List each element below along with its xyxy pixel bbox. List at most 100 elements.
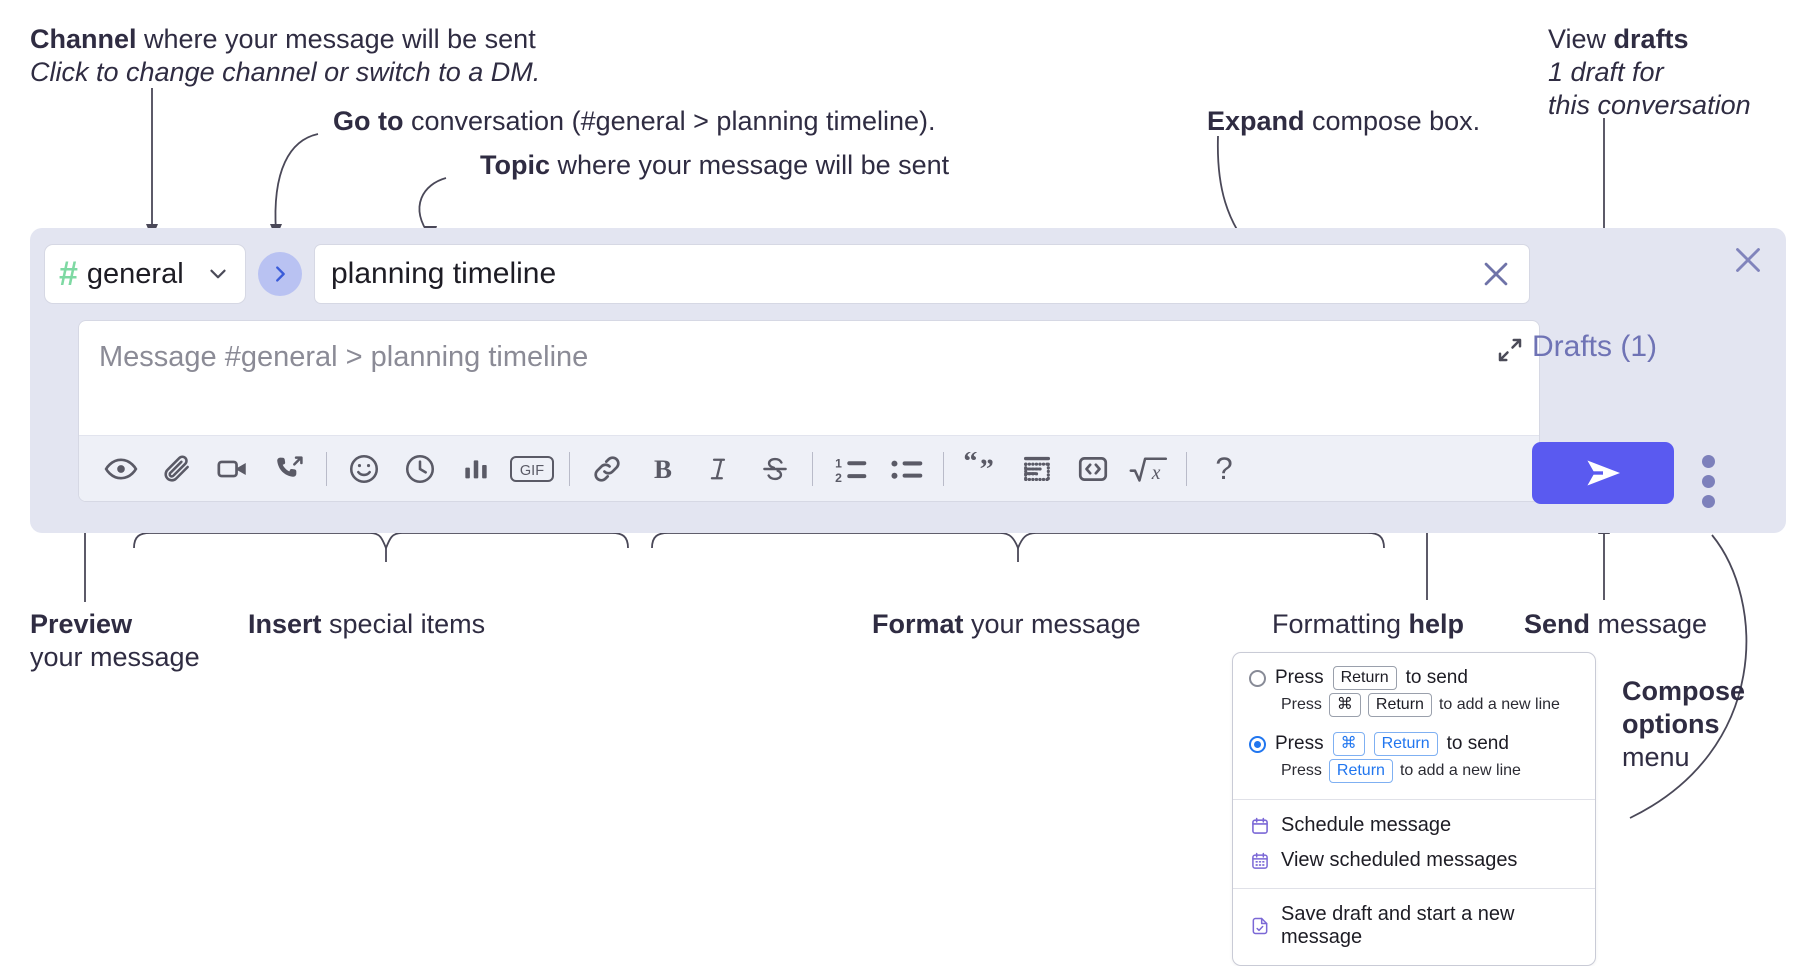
annotation-channel: Channel where your message will be sent …: [30, 23, 540, 89]
menu-item-view-scheduled-messages[interactable]: View scheduled messages: [1233, 843, 1595, 878]
annotation-expand-bold: Expand: [1207, 106, 1305, 136]
drafts-link[interactable]: Drafts (1): [1532, 330, 1658, 363]
opt1-post: to send: [1405, 667, 1468, 688]
menu-item-schedule-message[interactable]: Schedule message: [1233, 808, 1595, 843]
menu-item-label: View scheduled messages: [1281, 849, 1518, 871]
opt1-pre: Press: [1275, 667, 1324, 688]
send-icon: [1580, 456, 1626, 490]
channel-selector[interactable]: # general: [44, 244, 246, 304]
annotation-send-rest: message: [1590, 609, 1708, 639]
attachment-icon[interactable]: [149, 441, 205, 497]
annotation-send: Send message: [1524, 608, 1707, 641]
blockquote-icon[interactable]: “”: [953, 441, 1009, 497]
svg-text:2: 2: [835, 470, 842, 484]
toolbar-divider: [943, 451, 944, 486]
topic-input[interactable]: planning timeline: [314, 244, 1530, 304]
annotation-compose-options: Compose options menu: [1622, 675, 1745, 774]
code-block-icon[interactable]: [1009, 441, 1065, 497]
close-icon[interactable]: [1730, 242, 1766, 278]
annotation-channel-rest: where your message will be sent: [136, 24, 536, 54]
send-option-cmd-return-sub: Press Return to add a new line: [1233, 757, 1595, 789]
toolbar-divider: [1186, 451, 1187, 486]
annotation-topic-bold: Topic: [480, 150, 550, 180]
call-icon[interactable]: [261, 441, 317, 497]
send-option-cmd-return[interactable]: Press ⌘ Return to send: [1233, 731, 1595, 757]
svg-text:?: ?: [1215, 452, 1232, 486]
preview-icon[interactable]: [93, 441, 149, 497]
message-input-box[interactable]: Message #general > planning timeline: [78, 320, 1540, 502]
annotation-drafts-bold: drafts: [1613, 24, 1689, 54]
opt2-key-return: Return: [1373, 732, 1438, 756]
annotation-compose-options-rest: menu: [1622, 741, 1690, 772]
menu-divider: [1233, 799, 1595, 800]
emoji-icon[interactable]: [336, 441, 392, 497]
italic-icon[interactable]: [691, 441, 747, 497]
send-option-return[interactable]: Press Return to send: [1233, 665, 1595, 691]
goto-conversation-button[interactable]: [258, 252, 302, 296]
compose-options-kebab-icon[interactable]: [1702, 455, 1715, 508]
annotation-drafts-italic2: this conversation: [1548, 89, 1751, 120]
clock-icon[interactable]: [392, 441, 448, 497]
opt1-sub-post: to add a new line: [1438, 696, 1560, 713]
opt2-sub-key-return: Return: [1328, 759, 1393, 783]
math-icon[interactable]: x: [1121, 441, 1177, 497]
opt1-sub-pre: Press: [1281, 696, 1322, 713]
annotation-format: Format your message: [872, 608, 1141, 641]
bulleted-list-icon[interactable]: [878, 441, 934, 497]
annotation-expand-rest: compose box.: [1304, 106, 1481, 136]
annotation-channel-bold: Channel: [30, 24, 137, 54]
hash-icon: #: [59, 255, 78, 293]
toolbar-divider: [326, 451, 327, 486]
menu-divider: [1233, 888, 1595, 889]
calendar-icon: [1249, 815, 1271, 837]
annotation-help-bold: help: [1408, 609, 1465, 639]
strikethrough-icon[interactable]: [747, 441, 803, 497]
chevron-right-icon: [269, 263, 291, 285]
opt2-post: to send: [1446, 733, 1509, 754]
compose-panel: # general planning timeline Message #g: [30, 228, 1786, 533]
link-icon[interactable]: [579, 441, 635, 497]
expand-icon[interactable]: [1495, 335, 1525, 365]
menu-item-save-draft[interactable]: Save draft and start a new message: [1233, 897, 1595, 961]
annotation-goto: Go to conversation (#general > planning …: [333, 105, 936, 138]
opt1-sub-key-cmd: ⌘: [1328, 693, 1361, 717]
compose-options-menu: Press Return to send Press ⌘ Return to a…: [1232, 652, 1596, 966]
annotation-help: Formatting help: [1272, 608, 1464, 641]
gif-icon[interactable]: GIF: [504, 441, 560, 497]
send-button[interactable]: [1532, 442, 1674, 504]
annotation-compose-options-bold1: Compose: [1622, 676, 1746, 706]
compose-header-row: # general planning timeline: [44, 244, 1530, 304]
opt2-key-cmd: ⌘: [1332, 732, 1365, 756]
annotation-drafts-lead: View: [1548, 24, 1614, 54]
poll-icon[interactable]: [448, 441, 504, 497]
topic-value: planning timeline: [331, 257, 557, 290]
radio-selected[interactable]: [1249, 735, 1266, 753]
toolbar-divider: [812, 451, 813, 486]
svg-text:GIF: GIF: [520, 463, 544, 479]
annotation-drafts-italic1: 1 draft for: [1548, 56, 1664, 87]
opt2-pre: Press: [1275, 733, 1324, 754]
menu-item-label: Save draft and start a new message: [1281, 903, 1515, 948]
annotation-help-lead: Formatting: [1272, 609, 1409, 639]
annotation-preview-line2: your message: [30, 641, 200, 672]
bold-icon[interactable]: B: [635, 441, 691, 497]
radio-unselected[interactable]: [1249, 669, 1266, 687]
svg-text:B: B: [654, 454, 672, 484]
toolbar-divider: [569, 451, 570, 486]
help-icon[interactable]: ?: [1196, 441, 1252, 497]
channel-name: general: [86, 257, 184, 290]
topic-clear-close-icon[interactable]: [1479, 257, 1513, 291]
code-icon[interactable]: [1065, 441, 1121, 497]
opt1-key-return: Return: [1332, 666, 1397, 690]
svg-text:1: 1: [835, 456, 842, 470]
svg-text:x: x: [1151, 462, 1161, 483]
annotation-format-bold: Format: [872, 609, 964, 639]
annotation-format-rest: your message: [963, 609, 1141, 639]
save-draft-icon: [1249, 915, 1271, 937]
video-icon[interactable]: [205, 441, 261, 497]
annotation-topic: Topic where your message will be sent: [480, 149, 949, 182]
chevron-down-icon: [205, 261, 231, 287]
annotation-goto-bold: Go to: [333, 106, 404, 136]
